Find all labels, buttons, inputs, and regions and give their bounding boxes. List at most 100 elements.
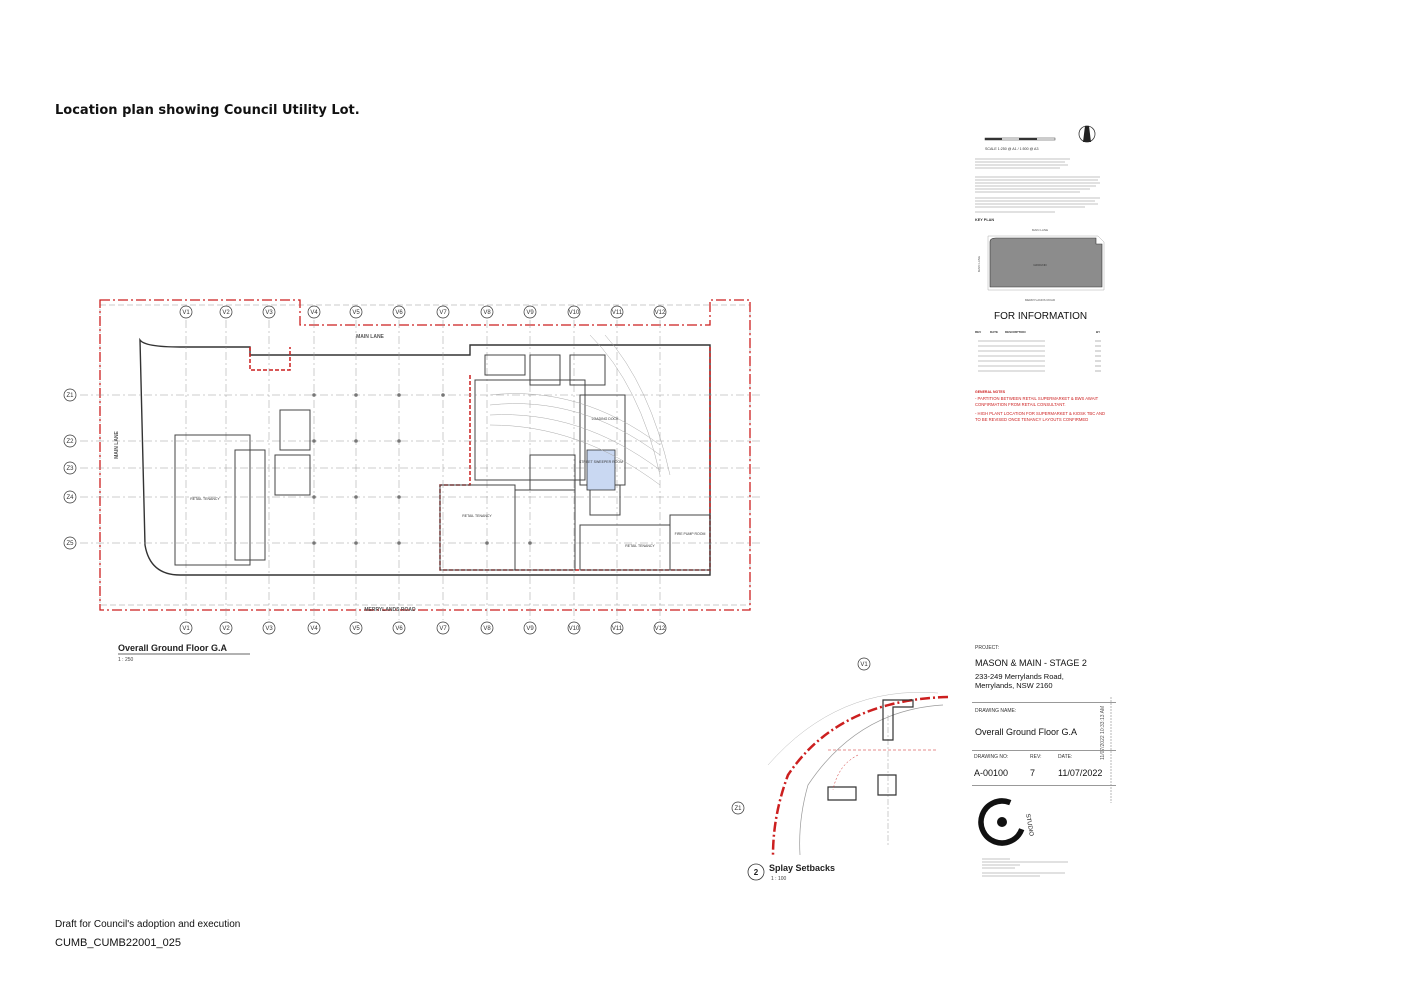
street-label-bottom: MERRYLANDS ROAD bbox=[364, 607, 416, 613]
grid-label: V1 bbox=[182, 310, 190, 316]
splay-boundary bbox=[771, 695, 949, 856]
drawing-no-cell: DRAWING NO: A-00100 bbox=[974, 754, 1008, 778]
street-label-left: MAIN LANE bbox=[114, 430, 120, 458]
view-scale: 1 : 250 bbox=[118, 657, 134, 663]
drawing-no-label: DRAWING NO: bbox=[974, 754, 1009, 760]
grid-label: V8 bbox=[483, 626, 491, 632]
view-title: Overall Ground Floor G.A bbox=[118, 643, 228, 653]
side-stamp-path bbox=[1110, 697, 1112, 803]
address-line1: 233-249 Merrylands Road, bbox=[975, 672, 1064, 681]
room-labels: RETAIL TENANCY LOADING DOCK FIRE PUMP RO… bbox=[190, 417, 705, 548]
street-sweeper-room bbox=[586, 449, 616, 491]
room-label: FIRE PUMP ROOM bbox=[675, 532, 706, 536]
grid-label: V8 bbox=[483, 310, 491, 316]
grid-label: Z2 bbox=[66, 439, 74, 445]
general-notes: - PARTITION BETWEEN RETAIL SUPERMARKET &… bbox=[975, 396, 1110, 422]
revision-table-rows bbox=[978, 340, 1101, 372]
room-label: RETAIL TENANCY bbox=[190, 497, 220, 501]
detail-scale: 1 : 100 bbox=[771, 876, 787, 882]
rev-header: REV bbox=[975, 330, 981, 334]
grid-bubbles-bottom: V1 V2 V3 V4 V5 V6 V7 V8 V9 V10 V11 V12 bbox=[179, 621, 667, 635]
room-label: RETAIL TENANCY bbox=[625, 544, 655, 548]
grid-label: V11 bbox=[612, 626, 623, 632]
drawing-name-block: DRAWING NAME: Overall Ground Floor G.A bbox=[975, 708, 1077, 737]
project-label: PROJECT: bbox=[975, 645, 1000, 651]
room-label: STREET SWEEPER ROOM bbox=[579, 460, 623, 464]
internal-walls bbox=[174, 354, 711, 571]
title-block-top: SCALE 1:250 @ A1 / 1:500 @ A3 KEY PLAN M… bbox=[975, 125, 1105, 394]
key-plan-top-label: MAIN LANE bbox=[1032, 228, 1048, 232]
rev-cell: REV: 7 bbox=[1030, 754, 1041, 778]
grid-label: V5 bbox=[352, 310, 360, 316]
grid-label: V3 bbox=[265, 626, 273, 632]
grid-label: Z5 bbox=[66, 541, 74, 547]
date-label: DATE: bbox=[1058, 754, 1073, 760]
key-plan-side-label: MAIN LANE bbox=[977, 256, 981, 272]
grid-lines bbox=[80, 320, 760, 620]
grid-label: V7 bbox=[439, 310, 447, 316]
grid-label: Z1 bbox=[734, 806, 742, 812]
footer-line1: Draft for Council's adoption and executi… bbox=[55, 919, 241, 930]
grid-label: V5 bbox=[352, 626, 360, 632]
grid-label: V1 bbox=[860, 662, 868, 668]
general-notes-title: GENERAL NOTES bbox=[975, 390, 1006, 394]
revision-table-header: REV DATE DESCRIPTION BY bbox=[975, 330, 1100, 334]
detail-number: 2 bbox=[754, 868, 759, 877]
room-label: LOADING DOCK bbox=[592, 417, 620, 421]
side-stamp: 11/07/2022 10:33:13 AM bbox=[1100, 705, 1106, 760]
grid-label: V4 bbox=[310, 626, 318, 632]
detail-title: Splay Setbacks bbox=[769, 863, 835, 873]
grid-label: V12 bbox=[655, 626, 666, 632]
key-plan-label: KEY PLAN bbox=[975, 218, 994, 222]
rev-value: 7 bbox=[1030, 768, 1036, 778]
red-wall-left bbox=[249, 347, 291, 371]
grid-label: V3 bbox=[265, 310, 273, 316]
company-details bbox=[982, 858, 1068, 877]
grid-bubbles-top: V1 V2 V3 V4 V5 V6 V7 V8 V9 V10 V11 V12 bbox=[179, 305, 667, 319]
logo-text: STUDIO bbox=[1024, 813, 1034, 837]
drawing-name-label: DRAWING NAME: bbox=[975, 708, 1017, 714]
grid-label: Z4 bbox=[66, 495, 74, 501]
grid-label: V1 bbox=[182, 626, 190, 632]
rev-header: DESCRIPTION bbox=[1005, 330, 1026, 334]
room-label: RETAIL TENANCY bbox=[462, 514, 492, 518]
grid-label: V10 bbox=[569, 626, 580, 632]
grid-label: V6 bbox=[395, 626, 403, 632]
general-note: - PARTITION BETWEEN RETAIL SUPERMARKET &… bbox=[975, 396, 1099, 407]
project-name: MASON & MAIN - STAGE 2 bbox=[975, 658, 1087, 668]
grid-label: Z3 bbox=[66, 466, 74, 472]
scale-bar bbox=[984, 137, 1056, 141]
rev-header: DATE bbox=[990, 330, 998, 334]
date-cell: DATE: 11/07/2022 bbox=[1058, 754, 1102, 778]
date-value: 11/07/2022 bbox=[1058, 768, 1103, 778]
studio-logo-icon: STUDIO bbox=[978, 798, 1034, 846]
status-label: FOR INFORMATION bbox=[994, 311, 1087, 322]
ground-floor-plan: V1 V2 V3 V4 V5 V6 V7 V8 V9 V10 V11 V12 V… bbox=[63, 299, 760, 663]
drawing-name: Overall Ground Floor G.A bbox=[975, 727, 1078, 737]
grid-label: V2 bbox=[222, 310, 230, 316]
key-plan-bottom-label: MERRYLANDS ROAD bbox=[1025, 298, 1056, 302]
grid-label: V11 bbox=[612, 310, 623, 316]
grid-label: Z1 bbox=[66, 393, 74, 399]
address-line2: Merrylands, NSW 2160 bbox=[975, 681, 1053, 690]
title-block-bottom: PROJECT: MASON & MAIN - STAGE 2 233-249 … bbox=[975, 645, 1115, 690]
street-label-top: MAIN LANE bbox=[356, 334, 384, 340]
loading-dock-swept-paths bbox=[489, 334, 671, 486]
columns bbox=[312, 393, 532, 545]
grid-label: V9 bbox=[526, 626, 534, 632]
grid-label: V4 bbox=[310, 310, 318, 316]
grid-label: V2 bbox=[222, 626, 230, 632]
plan-outer-outline bbox=[99, 304, 751, 606]
grid-label: V6 bbox=[395, 310, 403, 316]
rev-header: BY bbox=[1096, 330, 1100, 334]
notes-fine-print bbox=[975, 158, 1100, 213]
north-arrow-icon bbox=[1078, 125, 1096, 143]
page-heading: Location plan showing Council Utility Lo… bbox=[55, 103, 360, 118]
key-plan: MAIN LANE GROUND MERRYLANDS ROAD MAIN LA… bbox=[977, 228, 1105, 302]
footer-line2: CUMB_CUMB22001_025 bbox=[55, 937, 181, 949]
site-boundary bbox=[99, 299, 751, 611]
grid-bubbles-rows: Z1 Z2 Z3 Z4 Z5 Z1 Z2 Z3 Z4 Z5 bbox=[63, 388, 77, 550]
grid-label: V7 bbox=[439, 626, 447, 632]
building-outline bbox=[139, 337, 711, 576]
rev-label: REV: bbox=[1030, 754, 1042, 760]
